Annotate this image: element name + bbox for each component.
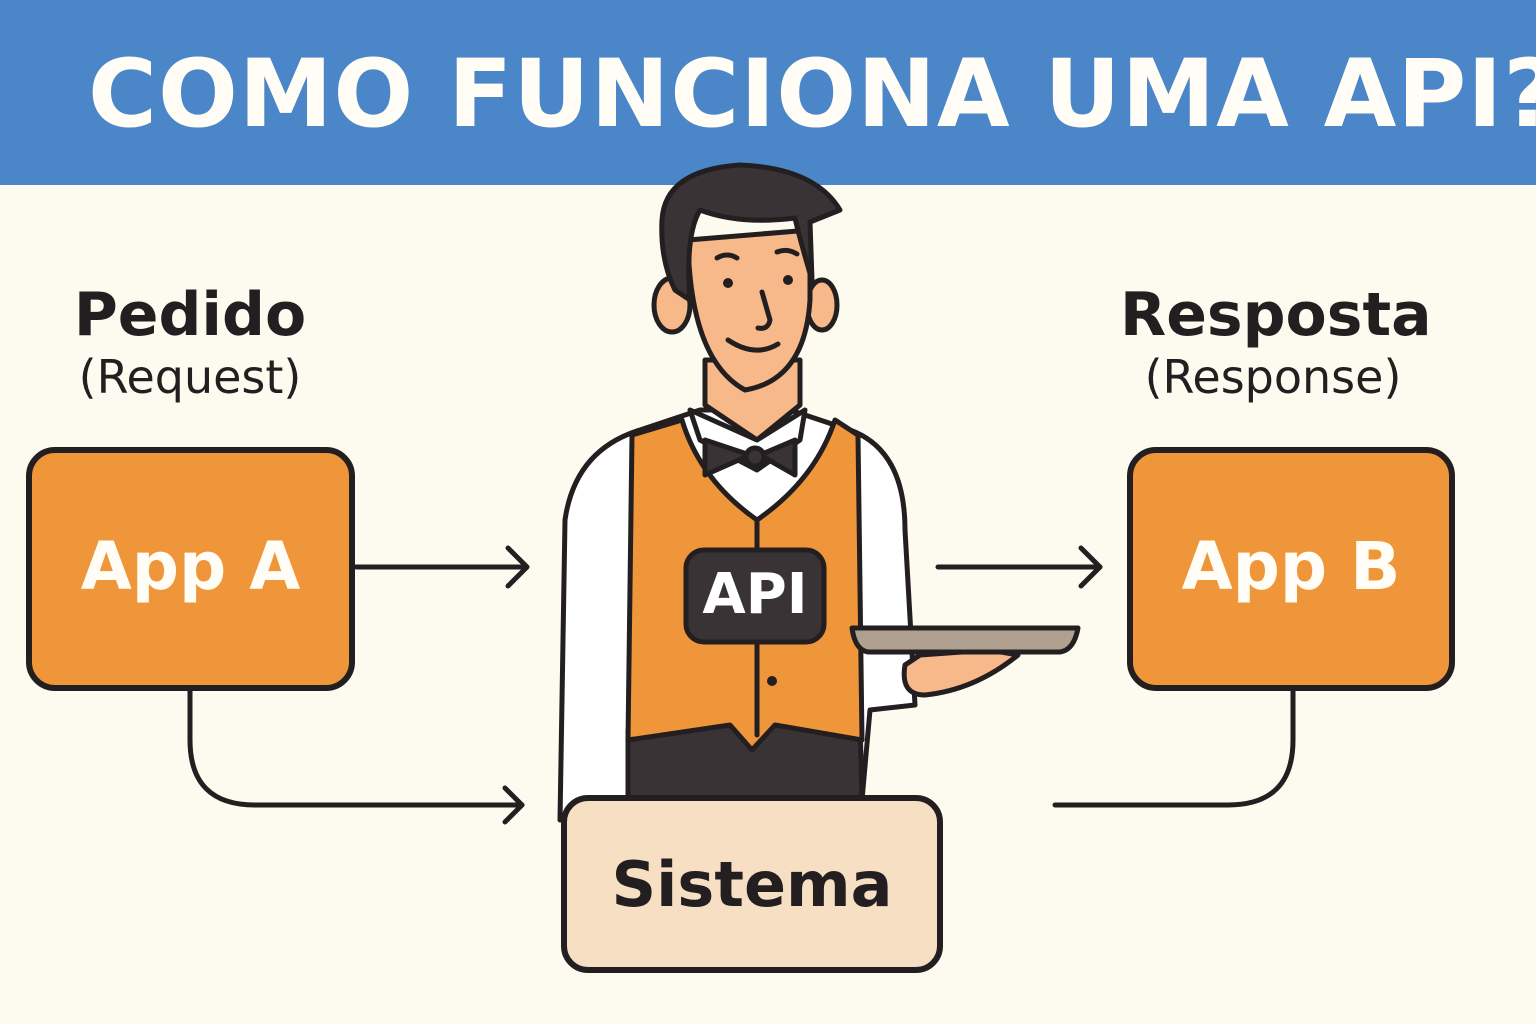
waiter-illustration <box>557 162 1081 823</box>
request-arrow <box>353 545 530 589</box>
api-badge-label: API <box>702 562 808 627</box>
app-a-label: App A <box>80 528 301 605</box>
response-sublabel: (Response) <box>1144 350 1402 404</box>
app-b-label: App B <box>1181 528 1401 605</box>
request-sublabel: (Request) <box>78 350 302 404</box>
app-b-system-connector <box>1052 687 1296 808</box>
sistema-label: Sistema <box>611 848 893 921</box>
api-badge <box>683 547 827 645</box>
app-b-box <box>1127 447 1455 691</box>
app-a-box <box>26 447 355 691</box>
header-banner: COMO FUNCIONA UMA API? <box>0 0 1536 185</box>
sistema-box <box>561 795 943 973</box>
response-label: Resposta <box>1120 280 1432 350</box>
response-arrow <box>935 545 1103 589</box>
request-label: Pedido <box>73 280 307 350</box>
app-a-system-connector <box>187 687 525 825</box>
page-title: COMO FUNCIONA UMA API? <box>88 40 1536 149</box>
